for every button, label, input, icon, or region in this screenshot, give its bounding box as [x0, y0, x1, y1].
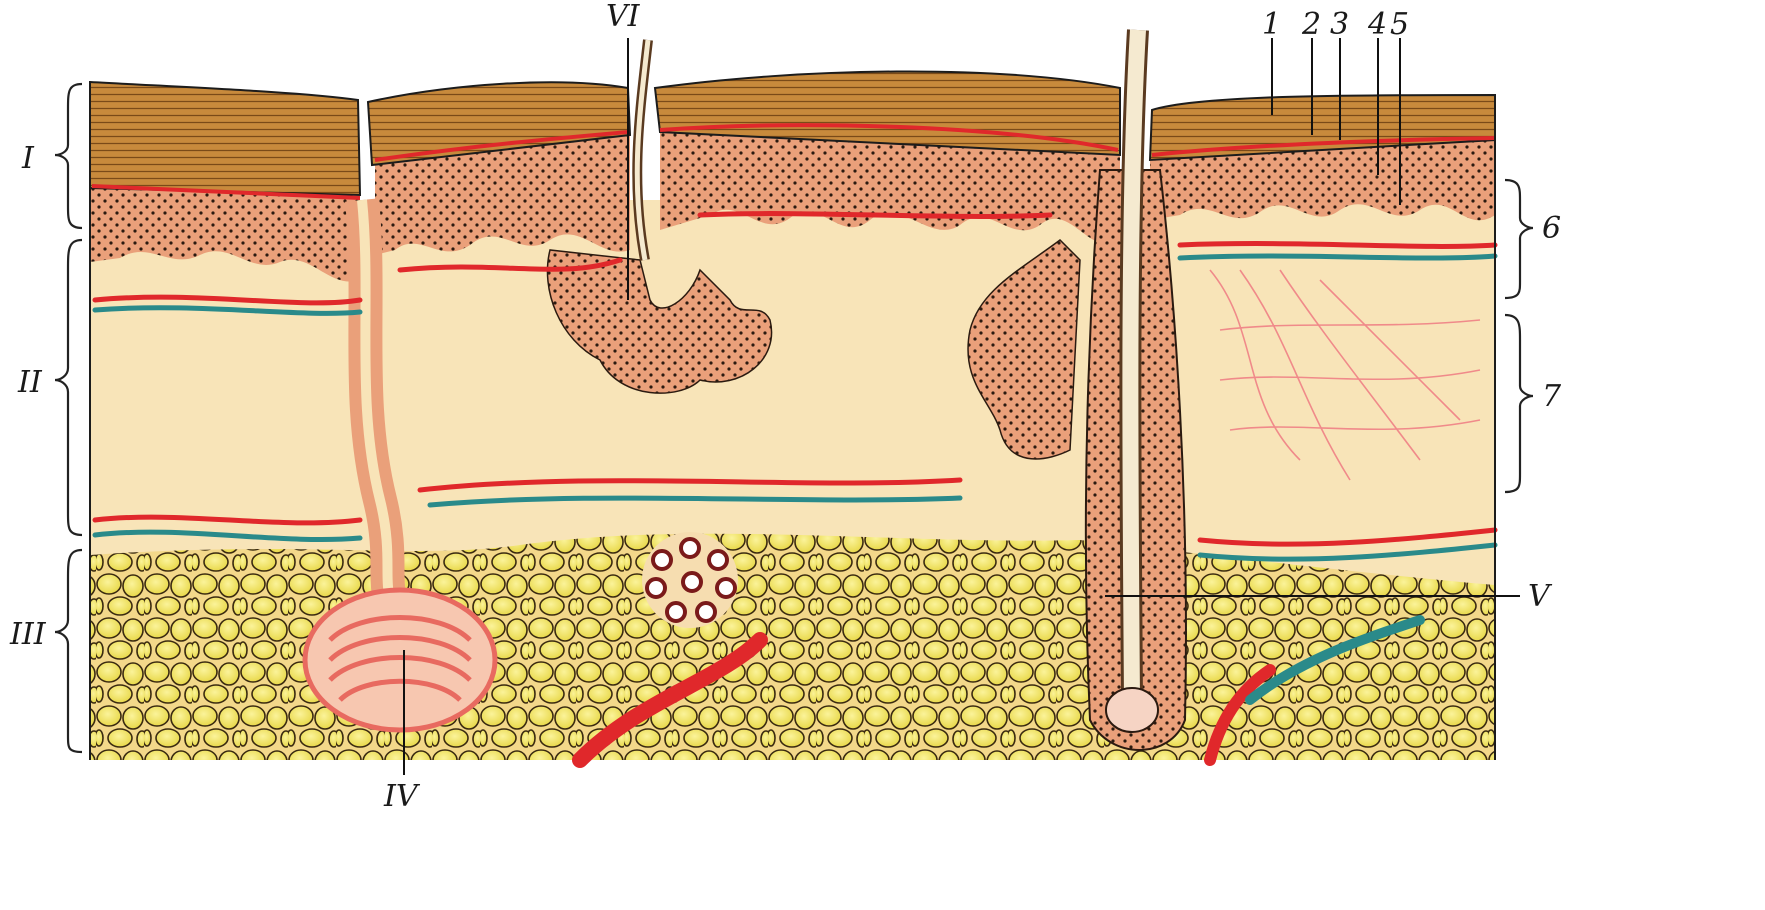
- label-6: 6: [1542, 211, 1561, 246]
- label-vi: VI: [606, 0, 641, 34]
- layer-braces-left: [55, 84, 82, 752]
- label-layer-i: I: [21, 141, 35, 176]
- tissue-block: [90, 30, 1495, 760]
- label-4: 4: [1367, 7, 1387, 42]
- label-v: V: [1528, 579, 1553, 614]
- hair-bulb: [1106, 688, 1158, 732]
- label-2: 2: [1301, 7, 1321, 42]
- label-5: 5: [1390, 7, 1409, 42]
- stratum-corneum: [90, 82, 360, 195]
- label-7: 7: [1542, 379, 1562, 414]
- sweat-gland-coil: [305, 590, 495, 730]
- label-layer-iii: III: [9, 617, 47, 652]
- label-layer-ii: II: [17, 365, 43, 400]
- hypodermis-fat: [90, 534, 1495, 760]
- label-1: 1: [1262, 7, 1281, 42]
- layer-braces-right: [1505, 180, 1533, 492]
- label-iv: IV: [383, 779, 421, 814]
- label-3: 3: [1330, 7, 1349, 42]
